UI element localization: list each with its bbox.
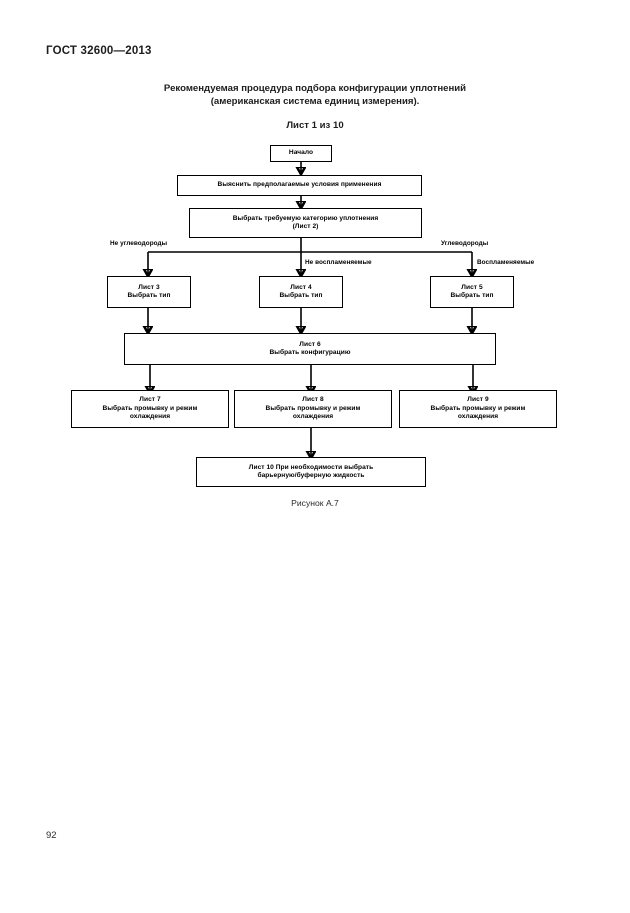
- edge-label-non-flammable: Не воспламеняемые: [305, 259, 372, 266]
- node-sheet9-line-2: Выбрать промывку и режим: [430, 404, 526, 412]
- node-sheet8-line-3: охлаждения: [292, 413, 334, 421]
- node-sheet5-line-2: Выбрать тип: [450, 292, 494, 299]
- sheet-indicator: Лист 1 из 10: [286, 120, 344, 131]
- node-sheet8-line-2: Выбрать промывку и режим: [265, 404, 361, 412]
- node-sheet6-line-1: Лист 6: [299, 340, 321, 348]
- edge-label-non-hydrocarbons: Не углеводороды: [110, 240, 168, 247]
- page-number: 92: [46, 830, 57, 841]
- node-sheet4-line-1: Лист 4: [290, 283, 312, 291]
- node-sheet10-line-2: барьерную/буферную жидкость: [257, 472, 365, 479]
- node-start-line-1: Начало: [288, 149, 314, 157]
- node-sheet7-line-2: Выбрать промывку и режим: [102, 404, 198, 412]
- node-sheet6[interactable]: Лист 6 Выбрать конфигурацию: [124, 333, 496, 365]
- edge-label-flammable: Воспламеняемые: [477, 259, 535, 266]
- node-sheet5-line-1: Лист 5: [461, 283, 483, 291]
- node-category-line-2: (Лист 2): [292, 223, 319, 230]
- node-sheet7-line-3: охлаждения: [129, 413, 171, 421]
- node-sheet9[interactable]: Лист 9 Выбрать промывку и режим охлажден…: [399, 390, 557, 428]
- node-sheet7-line-1: Лист 7: [139, 396, 161, 404]
- standard-header: ГОСТ 32600—2013: [46, 45, 152, 57]
- node-category-line-1: Выбрать требуемую категорию уплотнения: [232, 214, 379, 222]
- figure-title: Рекомендуемая процедура подбора конфигур…: [0, 82, 630, 108]
- node-sheet3-line-1: Лист 3: [138, 283, 160, 291]
- node-sheet5[interactable]: Лист 5 Выбрать тип: [430, 276, 514, 308]
- node-conditions[interactable]: Выяснить предполагаемые условия применен…: [177, 175, 422, 196]
- figure-title-line-1: Рекомендуемая процедура подбора конфигур…: [163, 83, 467, 94]
- node-sheet3-line-2: Выбрать тип: [127, 292, 171, 299]
- figure-title-line-2: (американская система единиц измерения).: [210, 96, 420, 107]
- node-start[interactable]: Начало: [270, 145, 332, 162]
- node-sheet8[interactable]: Лист 8 Выбрать промывку и режим охлажден…: [234, 390, 392, 428]
- node-sheet4-line-2: Выбрать тип: [279, 292, 323, 299]
- node-sheet10[interactable]: Лист 10 При необходимости выбрать барьер…: [196, 457, 426, 487]
- node-conditions-line-1: Выяснить предполагаемые условия применен…: [217, 181, 382, 189]
- node-sheet3[interactable]: Лист 3 Выбрать тип: [107, 276, 191, 308]
- figure-caption: Рисунок А.7: [291, 498, 339, 508]
- node-sheet10-line-1: Лист 10 При необходимости выбрать: [248, 463, 374, 471]
- node-sheet9-line-1: Лист 9: [467, 396, 489, 404]
- node-category[interactable]: Выбрать требуемую категорию уплотнения (…: [189, 208, 422, 238]
- node-sheet4[interactable]: Лист 4 Выбрать тип: [259, 276, 343, 308]
- node-sheet8-line-1: Лист 8: [302, 396, 324, 404]
- node-sheet9-line-3: охлаждения: [457, 413, 499, 421]
- node-sheet7[interactable]: Лист 7 Выбрать промывку и режим охлажден…: [71, 390, 229, 428]
- node-sheet6-line-2: Выбрать конфигурацию: [269, 349, 351, 356]
- edge-label-hydrocarbons: Углеводороды: [441, 240, 489, 247]
